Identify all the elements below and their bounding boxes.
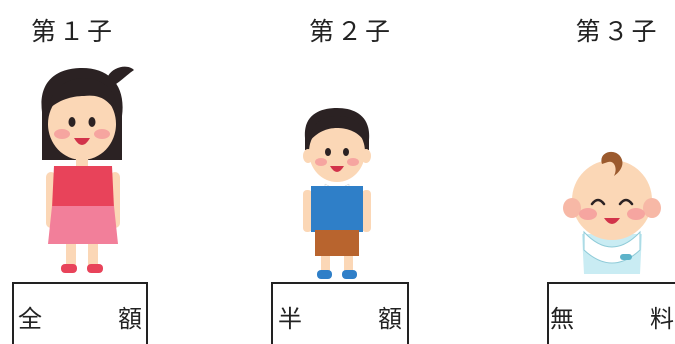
boy-illustration [303, 108, 371, 279]
third-child-fee-label: 無 料 [550, 304, 674, 333]
column-second-child: 第２子 半 額 [265, 0, 415, 344]
second-child-title: 第２子 [308, 17, 393, 46]
second-child-fee-label: 半 額 [278, 304, 428, 333]
second-child-fee-box: 半 額 [271, 282, 409, 344]
baby-illustration [563, 151, 661, 274]
first-child-title: 第１子 [30, 17, 115, 46]
first-child-fee-box: 全 額 [12, 282, 148, 344]
column-first-child: 第１子 全 額 [0, 0, 150, 344]
third-child-fee-box: 無 料 [547, 282, 675, 344]
column-third-child: 第３子 無 料 [540, 0, 675, 344]
girl-illustration [41, 66, 134, 273]
first-child-fee-label: 全 額 [18, 304, 168, 333]
third-child-title: 第３子 [575, 17, 660, 46]
